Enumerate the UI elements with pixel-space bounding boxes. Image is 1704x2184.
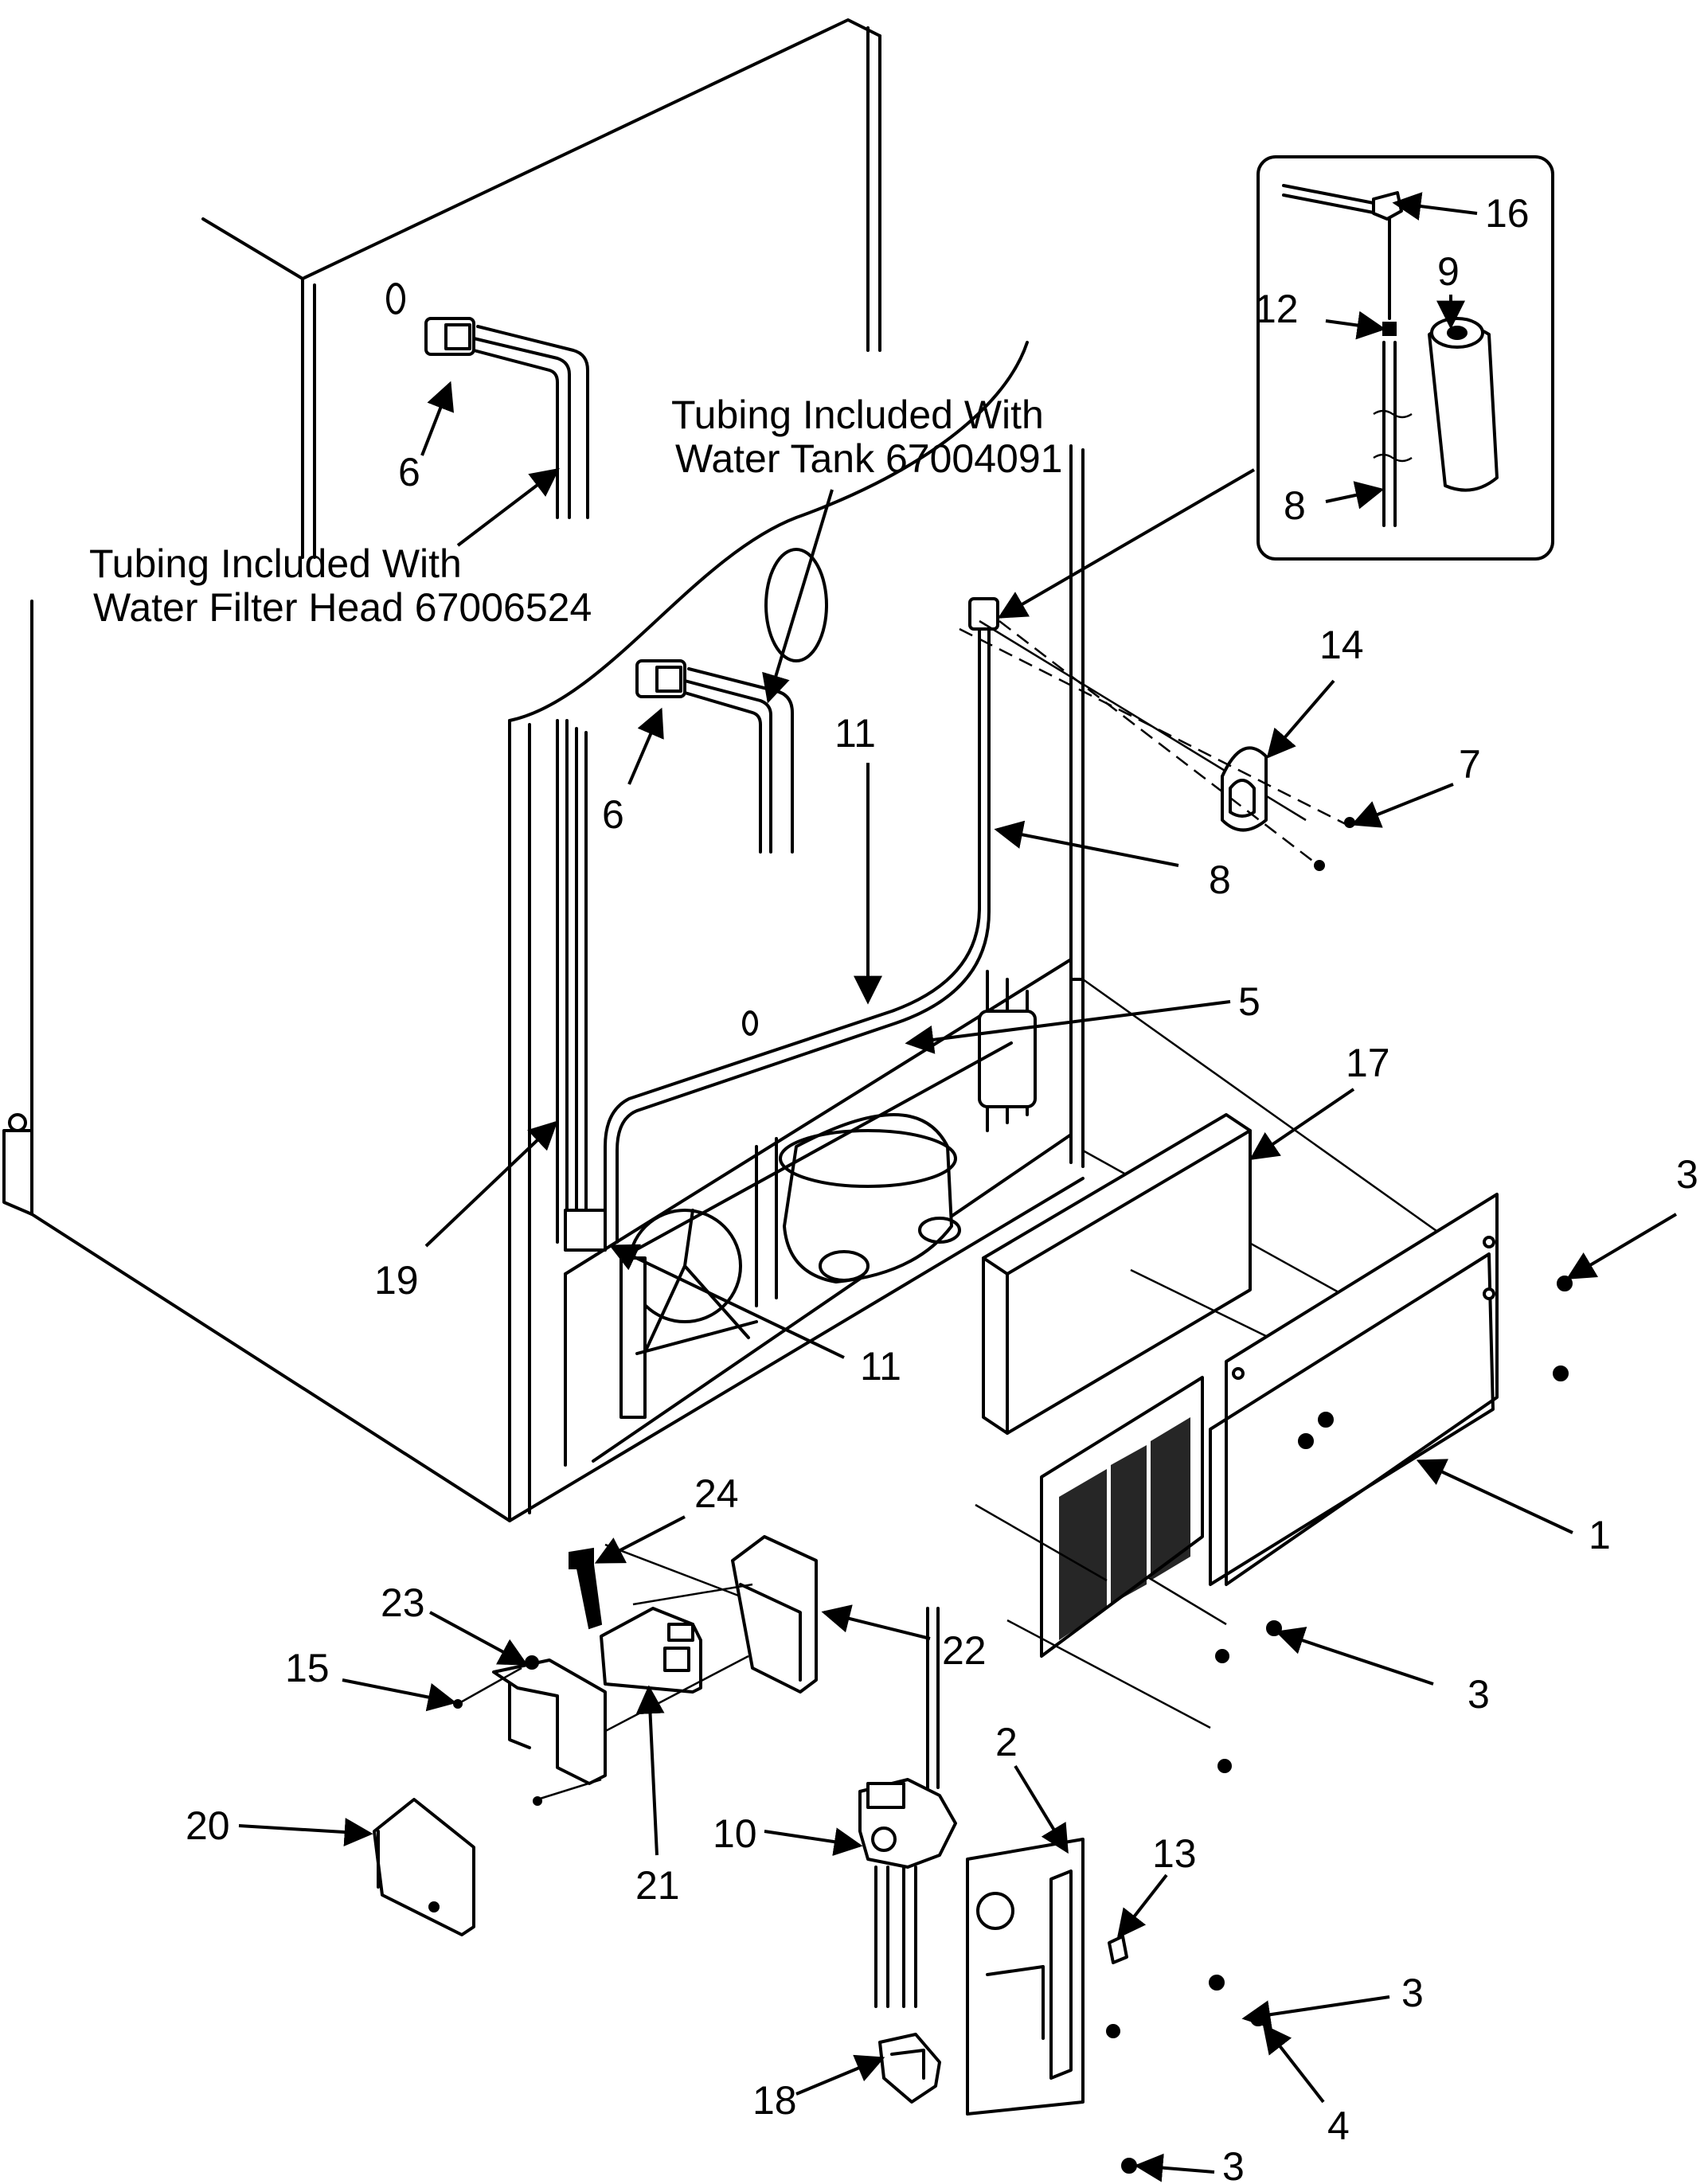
part-1-access-cover xyxy=(1209,1193,1499,1586)
grille-panel xyxy=(975,1376,1227,1729)
note-water-tank: Tubing Included With Water Tank 67004091 xyxy=(671,393,1062,704)
callout-20-label: 20 xyxy=(186,1803,230,1848)
callout-6-middle: 6 xyxy=(602,707,664,837)
callout-3-middle: 3 xyxy=(1275,1627,1490,1717)
callout-13-label: 13 xyxy=(1152,1831,1197,1876)
callout-21-label: 21 xyxy=(635,1863,680,1908)
callout-11-upper: 11 xyxy=(834,711,882,1005)
note-water-tank-line2: Water Tank 67004091 xyxy=(675,436,1062,481)
callout-18-label: 18 xyxy=(752,2078,797,2123)
callout-7: 7 xyxy=(1350,742,1481,828)
callout-16: 16 xyxy=(1392,191,1530,236)
callout-23-label: 23 xyxy=(381,1580,425,1625)
callout-11-lower-label: 11 xyxy=(860,1344,901,1389)
callout-17-label: 17 xyxy=(1346,1041,1390,1085)
callout-9: 9 xyxy=(1436,249,1465,330)
callout-3-lower: 3 xyxy=(1241,1971,1424,2030)
callout-22-label: 22 xyxy=(942,1628,987,1673)
callout-21: 21 xyxy=(635,1685,680,1908)
part-14-bracket xyxy=(959,620,1346,869)
callout-12-label: 12 xyxy=(1254,287,1299,331)
callout-19: 19 xyxy=(374,1120,558,1303)
callout-17: 17 xyxy=(1249,1041,1390,1161)
callout-10: 10 xyxy=(713,1811,863,1856)
callout-24: 24 xyxy=(594,1471,739,1564)
lower-left-assemblies xyxy=(373,1535,818,1936)
callout-19-label: 19 xyxy=(374,1258,419,1303)
callout-15: 15 xyxy=(285,1646,457,1712)
callout-18: 18 xyxy=(752,2054,885,2123)
callout-5: 5 xyxy=(905,979,1260,1054)
left-tubing-column xyxy=(556,719,607,1252)
callout-5-label: 5 xyxy=(1238,979,1260,1024)
callout-4-label: 4 xyxy=(1327,2104,1350,2148)
callout-2: 2 xyxy=(995,1720,1069,1854)
callout-16-label: 16 xyxy=(1485,191,1530,236)
water-tank-tubing xyxy=(635,659,794,854)
refrigerator-cabinet xyxy=(2,18,1085,1522)
callout-3-middle-label: 3 xyxy=(1468,1672,1490,1717)
callout-20: 20 xyxy=(186,1803,373,1848)
callout-14: 14 xyxy=(1266,623,1364,759)
water-tube xyxy=(604,597,999,1244)
water-filter-tubing-upper xyxy=(424,317,589,519)
callout-2-label: 2 xyxy=(995,1720,1018,1764)
callout-11-upper-label: 11 xyxy=(834,711,876,756)
callout-8-main: 8 xyxy=(994,820,1231,902)
callout-3-top-label: 3 xyxy=(1676,1152,1698,1197)
callout-9-label: 9 xyxy=(1437,249,1460,294)
callout-24-label: 24 xyxy=(694,1471,739,1516)
callout-4: 4 xyxy=(1262,2024,1350,2148)
callout-23: 23 xyxy=(381,1580,529,1666)
note-water-tank-line1: Tubing Included With xyxy=(671,393,1044,437)
callout-6-middle-label: 6 xyxy=(602,792,624,837)
callout-8-main-label: 8 xyxy=(1209,858,1231,902)
note-water-filter-line1: Tubing Included With xyxy=(89,541,462,586)
callout-15-label: 15 xyxy=(285,1646,330,1690)
callout-3-bottom-label: 3 xyxy=(1222,2144,1245,2184)
callout-3-bottom: 3 xyxy=(1134,2144,1245,2184)
callout-12: 12 xyxy=(1254,287,1386,340)
compressor-area xyxy=(619,970,1037,1419)
callout-inset-pointer xyxy=(997,468,1256,619)
callout-14-label: 14 xyxy=(1319,623,1364,667)
callout-6-upper-label: 6 xyxy=(398,450,420,494)
callout-8-inset: 8 xyxy=(1284,481,1385,528)
callout-1: 1 xyxy=(1416,1459,1611,1557)
callout-3-lower-label: 3 xyxy=(1401,1971,1424,2015)
lower-center-assemblies xyxy=(858,1607,1128,2116)
callout-13: 13 xyxy=(1116,1831,1197,1939)
callout-8-inset-label: 8 xyxy=(1284,483,1306,528)
callout-1-label: 1 xyxy=(1589,1513,1611,1557)
callout-10-label: 10 xyxy=(713,1811,757,1856)
callout-7-label: 7 xyxy=(1459,742,1481,787)
note-water-filter-line2: Water Filter Head 67006524 xyxy=(93,585,592,630)
note-water-filter: Tubing Included With Water Filter Head 6… xyxy=(89,467,592,630)
callout-6-upper: 6 xyxy=(398,381,455,494)
callout-22: 22 xyxy=(821,1604,987,1673)
callout-11-lower: 11 xyxy=(608,1244,901,1389)
callout-3-top: 3 xyxy=(1565,1152,1698,1280)
